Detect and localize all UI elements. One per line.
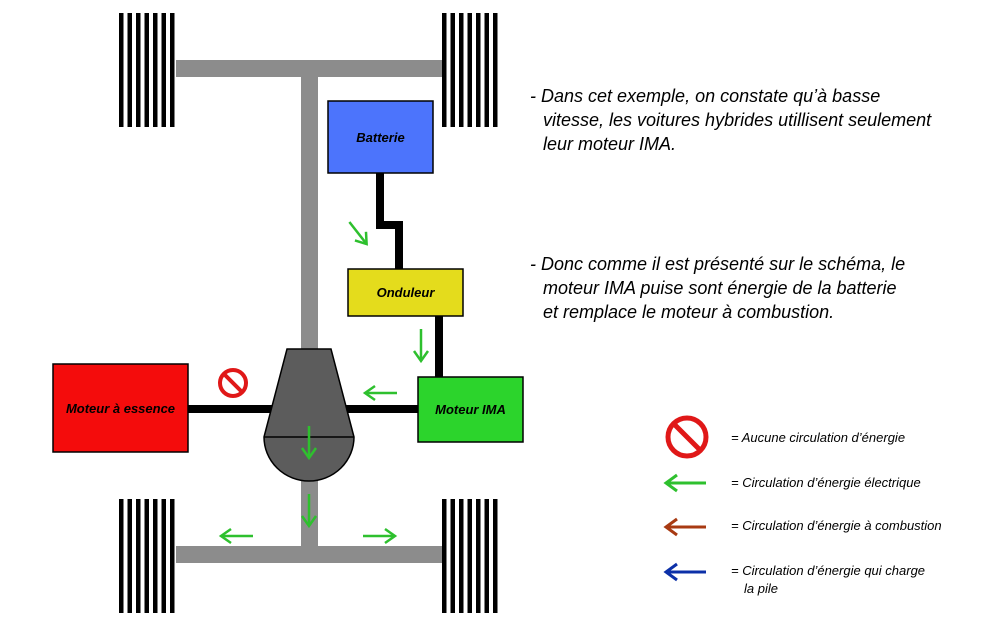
wires: [188, 173, 443, 413]
legend-icons: [663, 415, 709, 582]
note-line: moteur IMA puise sont énergie de la batt…: [543, 278, 897, 298]
legend-line: la pile: [744, 581, 778, 596]
note-line: - Donc comme il est présenté sur le sché…: [530, 254, 906, 274]
legend-label-electric: = Circulation d’énergie électrique: [731, 474, 921, 492]
note-line: leur moteur IMA.: [543, 134, 677, 154]
legend-label-charging: = Circulation d’énergie qui charge la pi…: [731, 562, 925, 598]
onduleur-label: Onduleur: [377, 285, 436, 300]
blue-arrow-icon: [663, 562, 706, 582]
green-arrow-icon: [218, 527, 253, 545]
legend-line: = Circulation d’énergie qui charge: [731, 563, 926, 578]
green-arrow-icon: [412, 329, 430, 364]
drive-shaft: [301, 60, 318, 563]
onduleur-box: Onduleur: [347, 268, 464, 317]
green-arrow-icon: [348, 221, 368, 246]
wheel-front-right: [442, 13, 499, 127]
moteur-essence-box: Moteur à essence: [52, 363, 189, 453]
energy-flow-arrows: [218, 221, 430, 545]
brown-arrow-icon: [663, 517, 706, 537]
legend-label-no-circulation: = Aucune circulation d’énergie: [731, 429, 905, 447]
wheel-rear-left: [119, 499, 176, 613]
batterie-label: Batterie: [356, 130, 404, 145]
legend-line: = Aucune circulation d’énergie: [731, 430, 906, 445]
note-line: et remplace le moteur à combustion.: [543, 302, 835, 322]
green-arrow-icon: [363, 527, 398, 545]
transmission: [263, 348, 355, 482]
transmission-body: [263, 348, 355, 482]
moteur-ima-label: Moteur IMA: [435, 402, 506, 417]
green-arrow-icon: [362, 384, 397, 402]
note-line: vitesse, les voitures hybrides utillisen…: [543, 110, 932, 130]
green-arrow-icon: [300, 494, 318, 529]
no-circulation-icon: [665, 415, 709, 459]
wheel-rear-right: [442, 499, 499, 613]
note-ima-motor: - Donc comme il est présenté sur le sché…: [530, 252, 905, 324]
green-arrow-icon: [663, 473, 706, 493]
moteur-essence-label: Moteur à essence: [66, 401, 175, 416]
no-circulation-icon: [218, 368, 248, 398]
legend-line: = Circulation d’énergie électrique: [731, 475, 921, 490]
note-low-speed: - Dans cet exemple, on constate qu’à bas…: [530, 84, 931, 156]
legend-line: = Circulation d’énergie à combustion: [731, 518, 942, 533]
batterie-box: Batterie: [327, 100, 434, 174]
green-arrow-icon: [300, 426, 318, 461]
wheel-front-left: [119, 13, 176, 127]
moteur-ima-box: Moteur IMA: [417, 376, 524, 443]
legend-label-combustion: = Circulation d’énergie à combustion: [731, 517, 942, 535]
wire-batterie-onduleur: [376, 173, 403, 269]
note-line: - Dans cet exemple, on constate qu’à bas…: [530, 86, 881, 106]
